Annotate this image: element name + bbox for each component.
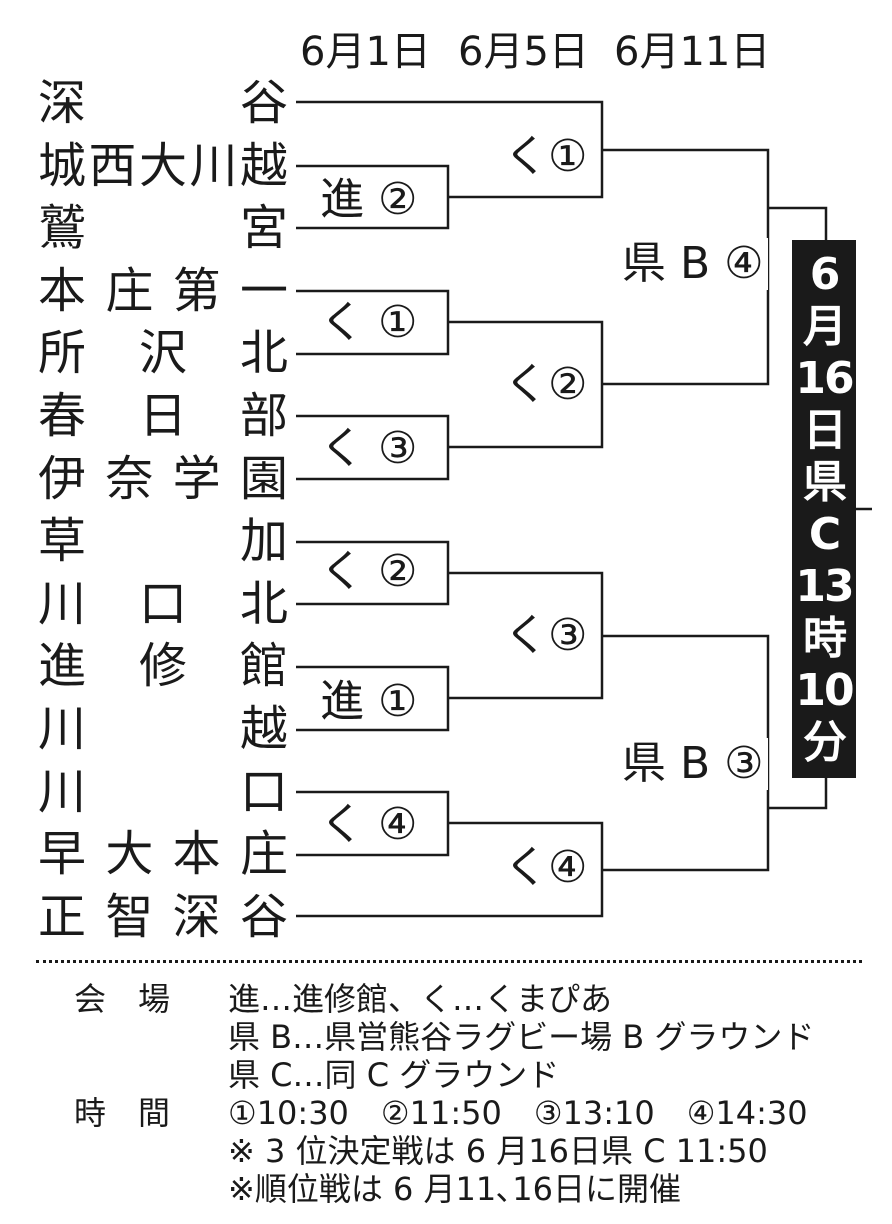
- time-line-3: ※順位戦は 6 月11､16日に開催: [228, 1170, 681, 1208]
- final-text: 月: [803, 301, 847, 352]
- team-name-char: 川: [189, 137, 238, 194]
- match-r1-2: く ①: [316, 297, 422, 349]
- bracket-r3-2: [602, 634, 770, 872]
- team-name: 正智深谷: [38, 886, 288, 948]
- venue-line-2: 県 B…県営熊谷ラグビー場 B グラウンド: [228, 1018, 815, 1056]
- team-name-char: 所: [38, 325, 87, 382]
- final-text: 時: [803, 613, 847, 664]
- team-name: 川口北: [38, 573, 288, 635]
- match-r1-1: 進 ②: [316, 174, 422, 226]
- team-name-char: 深: [172, 888, 221, 945]
- time-label: 時 間: [74, 1094, 171, 1132]
- match-r1-6: く ④: [316, 799, 422, 851]
- date-round2: 6月5日: [458, 29, 589, 75]
- team-name: 川越: [38, 698, 288, 760]
- team-name: 進修館: [38, 635, 288, 697]
- venue-line-3: 県 C…同 C グラウンド: [228, 1056, 560, 1094]
- dotted-divider: [36, 960, 862, 963]
- team-name-char: 本: [172, 826, 221, 883]
- venue-label: 会 場: [74, 980, 171, 1018]
- match-r1-5: 進 ①: [316, 676, 422, 728]
- team-name-char: 北: [239, 325, 288, 382]
- bracket-final-bottom: [768, 778, 828, 810]
- final-text: 16: [795, 353, 854, 404]
- team-name-char: 谷: [239, 888, 288, 945]
- team-name: 伊奈学園: [38, 448, 288, 510]
- team-name-char: 奈: [105, 450, 154, 507]
- team-name-char: 本: [38, 262, 87, 319]
- team-name-char: 進: [38, 638, 87, 695]
- match-r2-3: く③: [500, 610, 592, 662]
- venue-line-1: 進…進修館、く…くまぴあ: [228, 980, 613, 1018]
- team-name-char: 大: [105, 826, 154, 883]
- match-r1-3: く ③: [316, 423, 422, 475]
- team-name-char: 口: [239, 763, 288, 820]
- team-name-char: 第: [172, 262, 221, 319]
- match-r1-4: く ②: [316, 546, 422, 598]
- team-name-char: 加: [239, 513, 288, 570]
- team-name-char: 修: [138, 638, 187, 695]
- final-text: 10: [795, 665, 854, 716]
- date-round1: 6月1日: [300, 29, 431, 75]
- team-name-char: 川: [38, 575, 87, 632]
- match-r3-1: 県 B ④: [618, 238, 768, 290]
- team-name-char: 西: [88, 137, 137, 194]
- final-text: 13: [795, 561, 854, 612]
- team-name-char: 宮: [239, 200, 288, 257]
- team-name-char: 草: [38, 513, 87, 570]
- match-r2-1: く①: [500, 131, 592, 183]
- team-name: 深谷: [38, 72, 288, 134]
- team-name-char: 伊: [38, 450, 87, 507]
- match-r2-4: く④: [500, 842, 592, 894]
- time-line-1: ①10:30 ②11:50 ③13:10 ④14:30: [228, 1094, 808, 1132]
- team-name-char: 大: [138, 137, 187, 194]
- team-name-char: 鷲: [38, 200, 87, 257]
- team-name-char: 城: [38, 137, 87, 194]
- team-name-char: 越: [239, 137, 288, 194]
- team-name: 鷲宮: [38, 197, 288, 259]
- team-name-char: 部: [239, 388, 288, 444]
- final-text: 日: [803, 405, 847, 456]
- date-round3: 6月11日: [614, 29, 771, 75]
- match-r3-2: 県 B ③: [618, 738, 768, 790]
- final-text: 県: [803, 457, 847, 508]
- team-name: 城西大川越: [38, 135, 288, 197]
- team-name: 早大本庄: [38, 823, 288, 885]
- team-name-char: 春: [38, 388, 87, 444]
- final-text: 分: [803, 717, 847, 768]
- team-name-char: 智: [105, 888, 154, 945]
- team-name-char: 一: [239, 262, 288, 319]
- team-name-char: 庄: [105, 262, 154, 319]
- bracket-r3-1: [602, 148, 770, 386]
- team-name-char: 谷: [239, 75, 288, 131]
- final-match-box: 6 月 16 日 県 C 13 時 10 分: [792, 240, 856, 778]
- match-r2-2: く②: [500, 359, 592, 411]
- team-name-char: 川: [38, 701, 87, 757]
- team-name-char: 沢: [138, 325, 187, 382]
- team-name-char: 深: [38, 75, 87, 131]
- final-text: 6: [809, 249, 841, 300]
- team-name-char: 越: [239, 701, 288, 757]
- team-name-char: 学: [172, 450, 221, 507]
- final-text: C: [808, 509, 841, 560]
- team-name-char: 口: [138, 575, 187, 632]
- team-name-char: 庄: [239, 826, 288, 883]
- time-line-2: ※ 3 位決定戦は 6 月16日県 C 11:50: [228, 1132, 768, 1170]
- team-name-char: 正: [38, 888, 87, 945]
- bracket-final-top: [768, 206, 828, 240]
- team-name-char: 園: [239, 450, 288, 507]
- team-name-char: 館: [239, 638, 288, 695]
- team-name: 川口: [38, 761, 288, 823]
- team-name: 草加: [38, 510, 288, 572]
- team-name: 本庄第一: [38, 260, 288, 322]
- team-name-char: 川: [38, 763, 87, 820]
- team-name-char: 北: [239, 575, 288, 632]
- team-name: 春日部: [38, 385, 288, 447]
- team-name-char: 日: [138, 388, 187, 444]
- team-name: 所沢北: [38, 322, 288, 384]
- team-name-char: 早: [38, 826, 87, 883]
